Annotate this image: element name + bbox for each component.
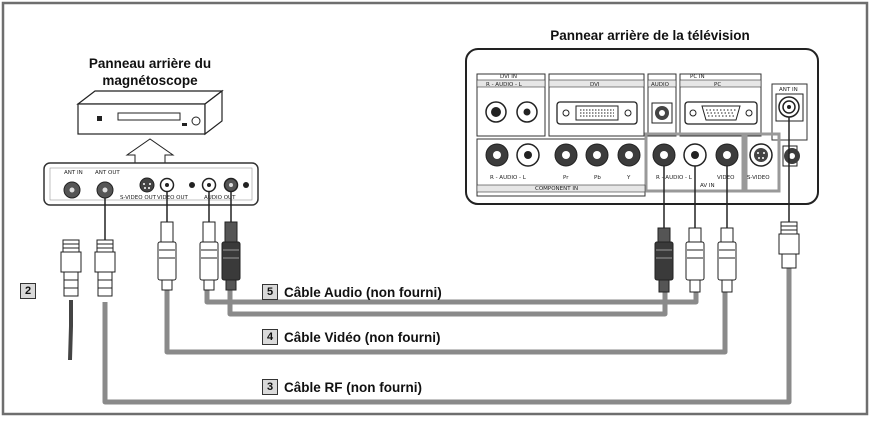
tv-svideo-label: S-VIDEO: [747, 175, 770, 181]
vcr-device: [76, 89, 224, 136]
vcr-ant-in-label: ANT IN: [64, 170, 83, 176]
video-cable-text: Câble Vidéo (non fourni): [284, 329, 441, 345]
tv-back-panel: DVI IN R - AUDIO - L DVI PC IN AUDIO PC …: [465, 48, 819, 205]
tv-coax-plug: [778, 221, 800, 269]
tv-av-audio-label: R - AUDIO - L: [656, 175, 693, 181]
video-cable: [164, 290, 728, 355]
video-cable-label: 4 Câble Vidéo (non fourni): [262, 329, 441, 346]
audio-cable-right: [227, 290, 668, 317]
rf-cable-number: 3: [262, 379, 278, 396]
tv-rca-plugs: [654, 227, 737, 293]
video-cable-number: 4: [262, 329, 278, 346]
rf-cable: [102, 265, 792, 405]
tv-dvi-in-label: DVI IN: [500, 74, 517, 80]
rf-cable-label: 3 Câble RF (non fourni): [262, 379, 422, 396]
tv-dvi-label: DVI: [590, 82, 600, 88]
vcr-video-out-label: VIDEO OUT: [157, 195, 189, 201]
audio-cable-text: Câble Audio (non fourni): [284, 284, 442, 300]
tv-audio-label: AUDIO: [651, 82, 670, 88]
antenna-wire: [68, 300, 73, 361]
vcr-ant-out-label: ANT OUT: [95, 170, 120, 176]
tv-video-label: VIDEO: [717, 175, 735, 181]
audio-cable-number: 5: [262, 284, 278, 301]
rf-cable-text: Câble RF (non fourni): [284, 379, 422, 395]
audio-cable-label: 5 Câble Audio (non fourni): [262, 284, 442, 301]
tv-plug-wires: [663, 117, 790, 228]
tv-component-pr-label: Pr: [563, 175, 569, 181]
tv-component-in-label: COMPONENT IN: [535, 186, 578, 192]
vcr-back-panel: ANT IN ANT OUT S-VIDEO OUT VIDEO OUT AUD…: [43, 162, 259, 206]
tv-pc-in-label: PC IN: [690, 74, 705, 80]
tv-av-in-label: AV IN: [700, 183, 715, 189]
tv-component-audio-label: R - AUDIO - L: [490, 175, 527, 181]
vcr-audio-out-label: AUDIO OUT: [204, 195, 236, 201]
tv-ant-in-label: ANT IN: [779, 87, 798, 93]
vcr-plug-wires: [104, 192, 232, 240]
vcr-svideo-out-label: S-VIDEO OUT: [120, 195, 157, 201]
vcr-rca-plugs: [157, 221, 241, 291]
tv-panel-title: Pannear arrière de la télévision: [550, 28, 750, 43]
tv-component-pb-label: Pb: [594, 175, 601, 181]
audio-cable-left: [204, 290, 699, 305]
vcr-coax-plugs: [60, 239, 116, 297]
cable-lines: [102, 265, 792, 405]
tv-pc-label: PC: [714, 82, 721, 88]
antenna-step-badge: 2: [20, 282, 42, 300]
zoom-arrow: [125, 138, 175, 164]
vcr-panel-title: Panneau arrière du magnétoscope: [88, 56, 212, 88]
tv-component-y-label: Y: [626, 175, 631, 181]
tv-audio-rl-label: R - AUDIO - L: [486, 82, 523, 88]
antenna-step-number: 2: [20, 282, 36, 299]
